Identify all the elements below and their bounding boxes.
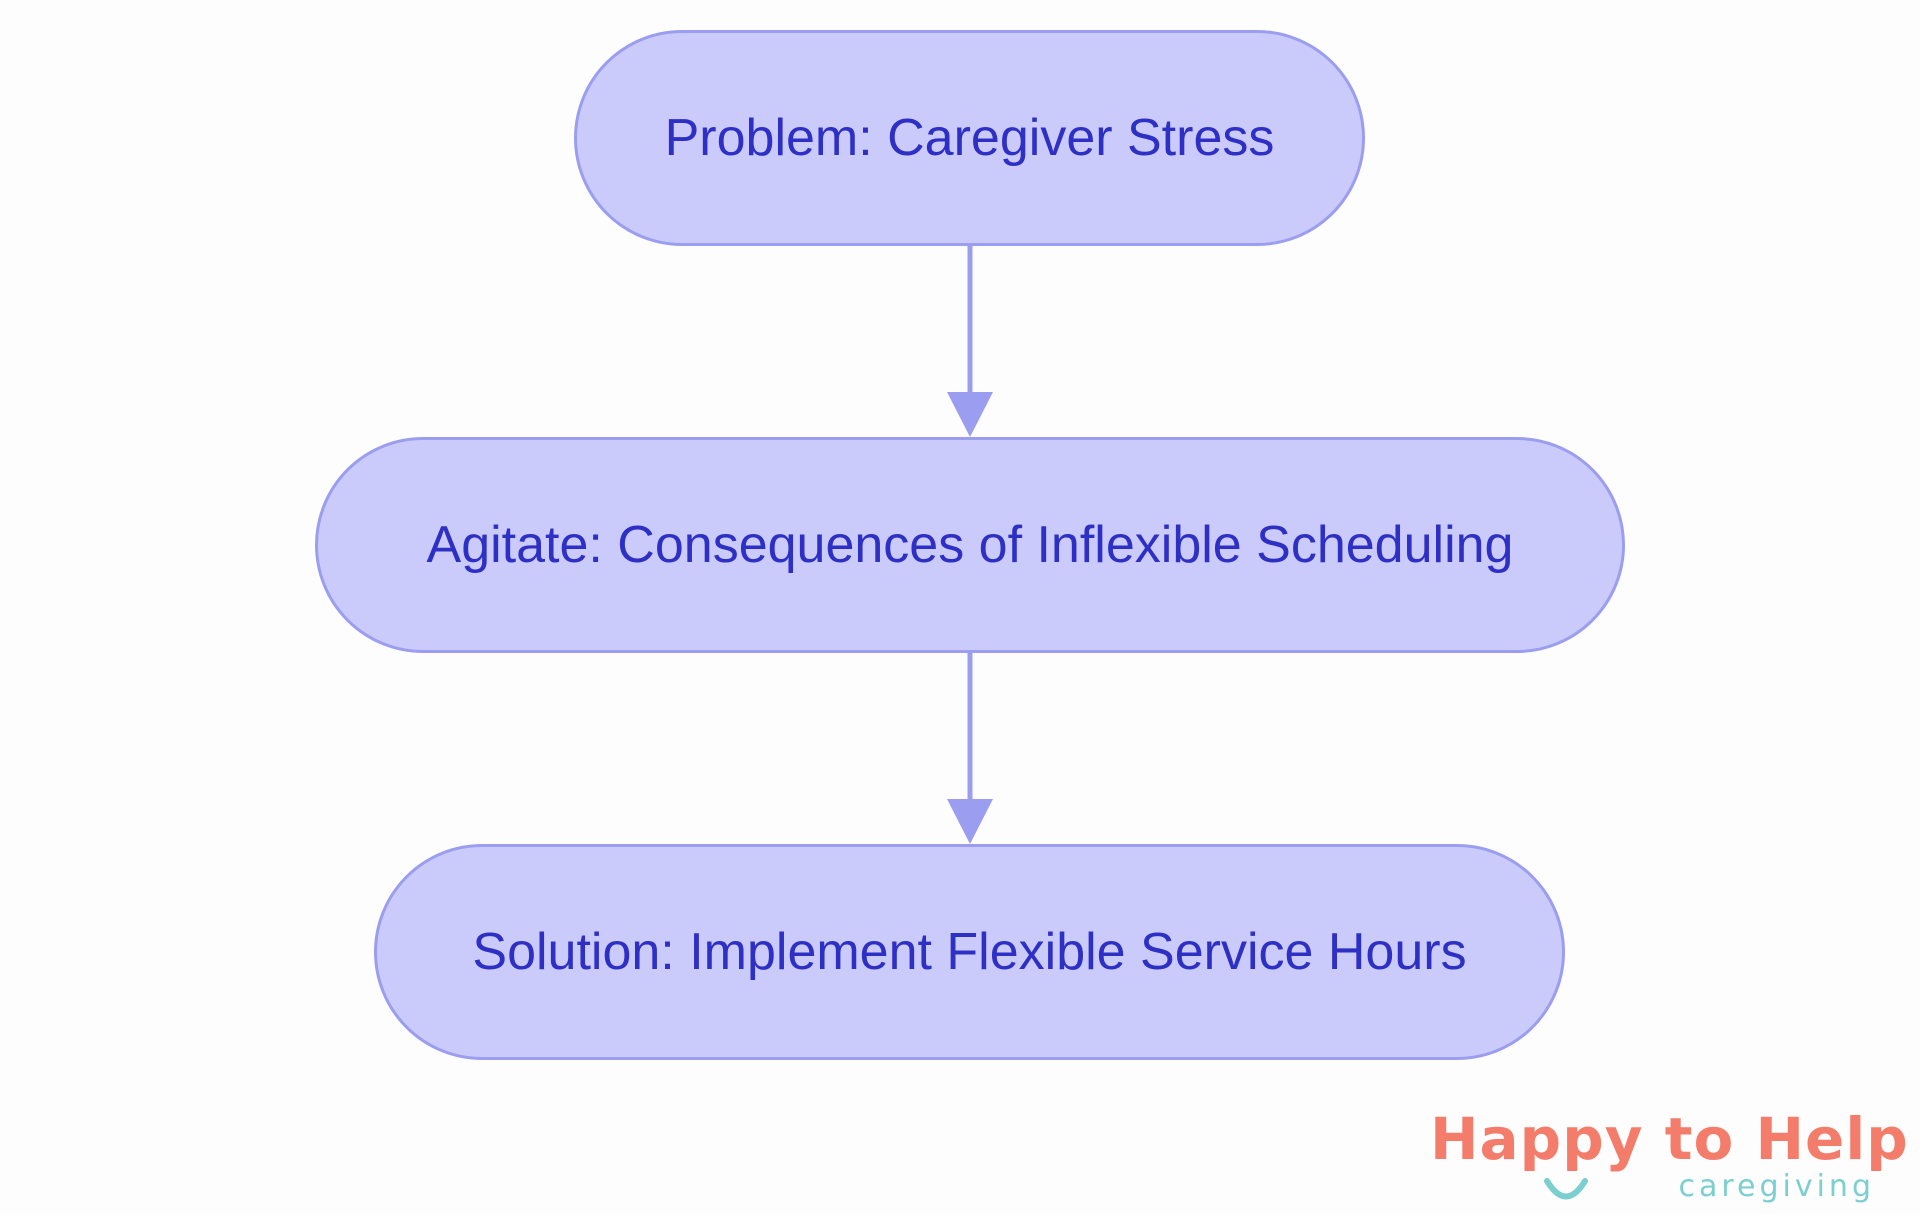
smile-icon (1544, 1178, 1588, 1200)
arrow-head-icon (947, 799, 993, 844)
node-label: Solution: Implement Flexible Service Hou… (472, 923, 1467, 981)
node-label: Problem: Caregiver Stress (664, 109, 1275, 167)
logo-sub-text: caregiving (1678, 1169, 1875, 1204)
logo-main-text: Happy to Help (1430, 1105, 1909, 1173)
brand-logo: Happy to Help caregiving (1430, 1110, 1908, 1210)
node-solution: Solution: Implement Flexible Service Hou… (374, 844, 1565, 1060)
node-label: Agitate: Consequences of Inflexible Sche… (426, 516, 1514, 574)
node-agitate: Agitate: Consequences of Inflexible Sche… (315, 437, 1625, 653)
arrow-head-icon (947, 392, 993, 437)
edge-agitate-to-solution (947, 653, 993, 844)
node-problem: Problem: Caregiver Stress (574, 30, 1365, 246)
edge-problem-to-agitate (947, 246, 993, 437)
